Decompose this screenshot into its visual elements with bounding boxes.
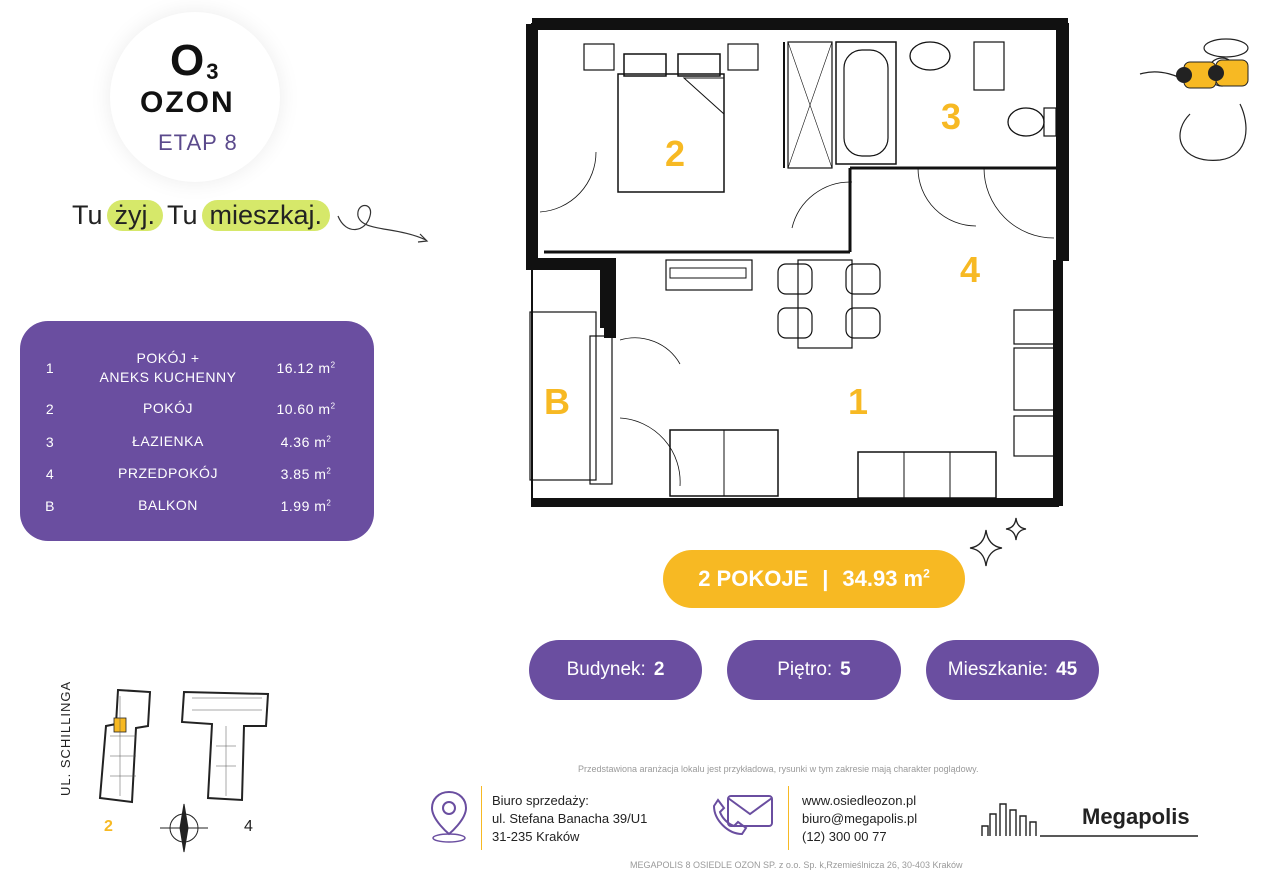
room-name: ŁAZIENKA <box>132 433 204 449</box>
building-value: 2 <box>653 659 665 680</box>
legal-footer: MEGAPOLIS 8 OSIEDLE OZON SP. z o.o. Sp. … <box>630 860 963 870</box>
office-street: ul. Stefana Banacha 39/U1 <box>492 811 648 826</box>
slogan-word: Tu <box>167 200 198 230</box>
room-name: POKÓJ +ANEKS KUCHENNY <box>99 350 237 385</box>
plan-label-room-2: 2 <box>665 133 685 174</box>
apartment-summary-badge: 2 POKOJE | 34.93 m2 <box>663 550 965 608</box>
website-link[interactable]: www.osiedleozon.pl <box>802 793 917 808</box>
room-row: B BALKON 1.99 m2 <box>20 496 374 515</box>
disclaimer: Przedstawiona aranżacja lokalu jest przy… <box>578 764 979 774</box>
flat-label: Mieszkanie: <box>947 659 1049 680</box>
slogan-highlight: żyj. <box>106 200 164 231</box>
room-name: PRZEDPOKÓJ <box>118 465 218 481</box>
room-area: 3.85 m2 <box>280 465 332 482</box>
floor-label: Piętro: <box>777 659 833 680</box>
sales-office-address: Biuro sprzedaży: ul. Stefana Banacha 39/… <box>492 792 647 846</box>
office-city: 31-235 Kraków <box>492 829 580 844</box>
logo-stage: ETAP 8 <box>158 130 238 155</box>
room-count: 2 POKOJE <box>698 566 809 591</box>
total-area: 34.93 m2 <box>842 566 930 591</box>
room-row: 2 POKÓJ 10.60 m2 <box>20 399 374 418</box>
phone-link[interactable]: (12) 300 00 77 <box>802 829 887 844</box>
flat-pill: Mieszkanie: 45 <box>926 640 1099 700</box>
plan-label-room-3: 3 <box>941 96 961 137</box>
office-title: Biuro sprzedaży: <box>492 793 589 808</box>
room-number: 3 <box>45 433 55 450</box>
email-link[interactable]: biuro@megapolis.pl <box>802 811 918 826</box>
logo-name: OZON <box>140 86 235 119</box>
logo-badge <box>110 12 280 182</box>
site-plan-map <box>98 688 270 804</box>
slogan-highlight: mieszkaj. <box>201 200 331 231</box>
plan-label-room-4: 4 <box>960 249 980 290</box>
divider <box>481 786 482 850</box>
sparkle-icon <box>969 517 1027 567</box>
room-row: 3 ŁAZIENKA 4.36 m2 <box>20 432 374 451</box>
plan-label-room-1: 1 <box>848 381 868 422</box>
logo-mark: O3 <box>170 36 219 85</box>
building-label: Budynek: <box>566 659 646 680</box>
room-number: 2 <box>45 400 55 417</box>
room-name: BALKON <box>138 497 198 513</box>
divider <box>788 786 789 850</box>
slogan: Tu żyj. Tu mieszkaj. <box>72 200 331 231</box>
flat-value: 45 <box>1056 659 1078 680</box>
plan-label-balcony: B <box>544 381 570 422</box>
room-area: 1.99 m2 <box>280 497 332 514</box>
room-number: 1 <box>45 360 55 376</box>
floor-plan: 2 3 4 1 B <box>526 18 1069 507</box>
site-map-building-4: 4 <box>244 818 253 835</box>
mail-phone-icon <box>712 795 773 836</box>
room-area: 16.12 m2 <box>276 360 336 376</box>
megapolis-skyline-logo-icon <box>981 803 1198 837</box>
binoculars-illustration-icon <box>1139 38 1249 161</box>
curly-arrow-icon <box>337 204 429 243</box>
room-number: B <box>45 497 55 514</box>
room-name: POKÓJ <box>143 400 193 416</box>
contact-details: www.osiedleozon.pl biuro@megapolis.pl (1… <box>802 792 917 846</box>
room-row: 1 POKÓJ +ANEKS KUCHENNY 16.12 m2 <box>20 349 374 387</box>
room-area: 4.36 m2 <box>280 433 332 450</box>
developer-name: Megapolis <box>1082 804 1190 829</box>
rooms-table: 1 POKÓJ +ANEKS KUCHENNY 16.12 m2 2 POKÓJ… <box>20 321 374 541</box>
floor-value: 5 <box>840 659 851 680</box>
location-pin-icon <box>430 790 468 843</box>
room-row: 4 PRZEDPOKÓJ 3.85 m2 <box>20 464 374 483</box>
slogan-word: Tu <box>72 200 103 230</box>
separator: | <box>822 566 829 591</box>
site-map-building-2: 2 <box>104 818 113 835</box>
street-label: UL. SCHILLINGA <box>58 680 73 796</box>
room-area: 10.60 m2 <box>276 400 336 417</box>
floor-pill: Piętro: 5 <box>727 640 901 700</box>
room-number: 4 <box>45 465 55 482</box>
compass-icon <box>160 803 208 853</box>
building-pill: Budynek: 2 <box>529 640 702 700</box>
